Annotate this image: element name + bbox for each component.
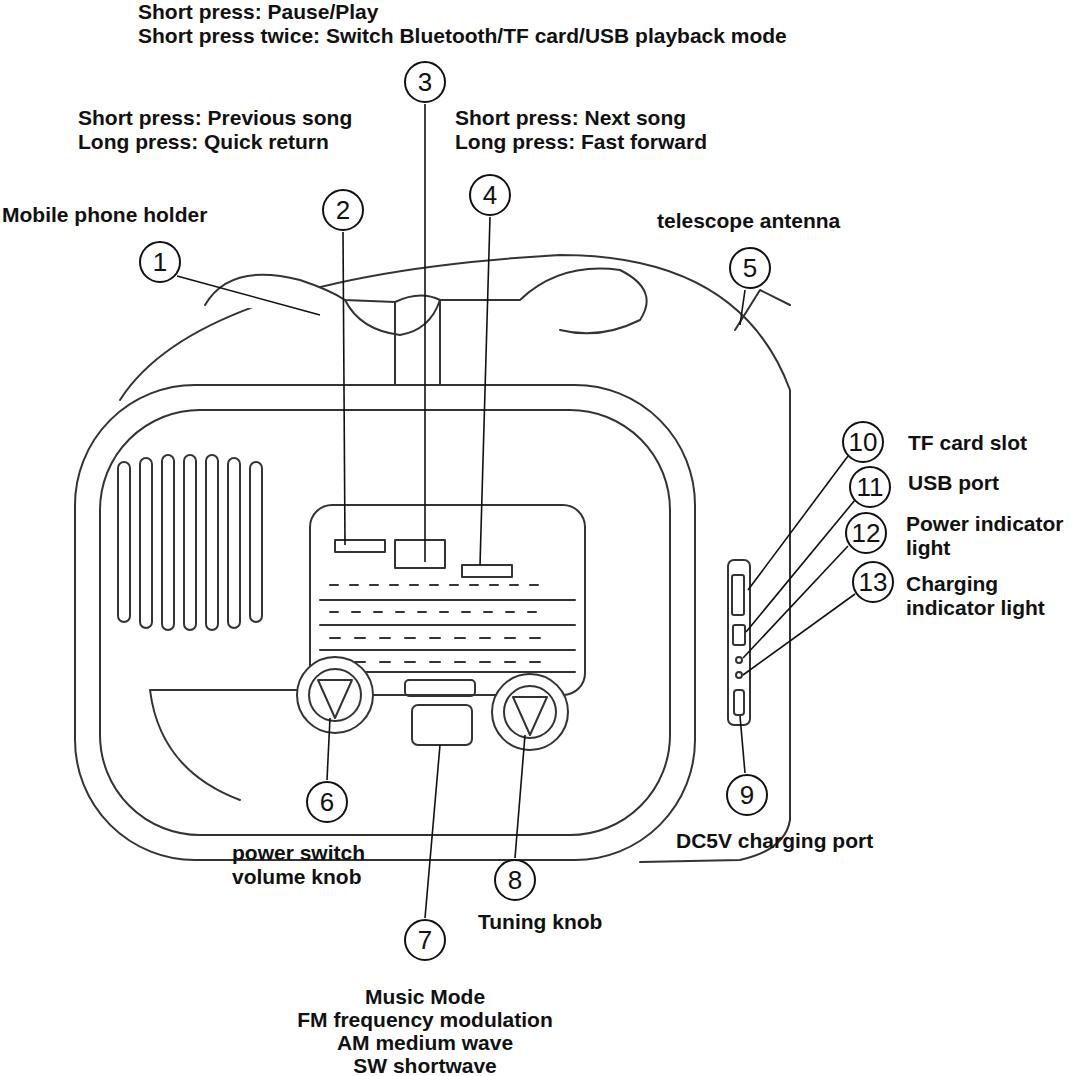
callout-circle: 12 — [845, 512, 887, 554]
callout-circle: 2 — [322, 189, 364, 231]
callout-number: 4 — [483, 182, 497, 208]
callout-number: 1 — [153, 249, 167, 275]
part-label: AM medium wave — [337, 1031, 513, 1055]
callout-number: 11 — [857, 474, 884, 500]
callout-circle: 10 — [842, 421, 884, 463]
part-label: Charging indicator light — [906, 572, 1076, 620]
callout-number: 13 — [859, 569, 888, 595]
part-label: Tuning knob — [478, 910, 602, 934]
part-label: Mobile phone holder — [2, 203, 207, 227]
callout-number: 2 — [336, 197, 350, 223]
callout-number: 3 — [418, 69, 432, 95]
callout-circle: 13 — [852, 561, 894, 603]
part-label: Short press: Previous song — [78, 106, 352, 130]
callout-number: 6 — [320, 789, 334, 815]
callout-circle: 6 — [306, 781, 348, 823]
part-label: Music Mode — [365, 985, 485, 1009]
part-label: power switch volume knob — [232, 841, 402, 889]
part-label: Long press: Fast forward — [455, 130, 707, 154]
part-label: Short press: Next song — [455, 106, 686, 130]
part-label: TF card slot — [908, 431, 1027, 455]
callout-number: 7 — [418, 927, 432, 953]
callout-circle: 4 — [469, 174, 511, 216]
callout-number: 10 — [849, 429, 878, 455]
callout-circle: 11 — [849, 466, 891, 508]
part-label: Long press: Quick return — [78, 130, 329, 154]
callout-circle: 5 — [729, 247, 771, 289]
callout-circle: 1 — [139, 241, 181, 283]
part-label: Short press twice: Switch Bluetooth/TF c… — [138, 24, 787, 48]
callout-number: 5 — [743, 255, 757, 281]
callout-circle: 8 — [494, 859, 536, 901]
part-label: SW shortwave — [353, 1054, 497, 1076]
part-label: Power indicator light — [906, 512, 1076, 560]
callout-number: 12 — [852, 520, 881, 546]
callout-circle: 3 — [404, 61, 446, 103]
callout-circle: 9 — [726, 774, 768, 816]
part-label: telescope antenna — [657, 209, 840, 233]
callout-number: 9 — [740, 782, 754, 808]
part-label: USB port — [908, 471, 999, 495]
part-label: FM frequency modulation — [297, 1008, 553, 1032]
callout-circle: 7 — [404, 919, 446, 961]
callout-number: 8 — [508, 867, 522, 893]
part-label: Short press: Pause/Play — [138, 0, 378, 24]
part-label: DC5V charging port — [676, 829, 873, 853]
